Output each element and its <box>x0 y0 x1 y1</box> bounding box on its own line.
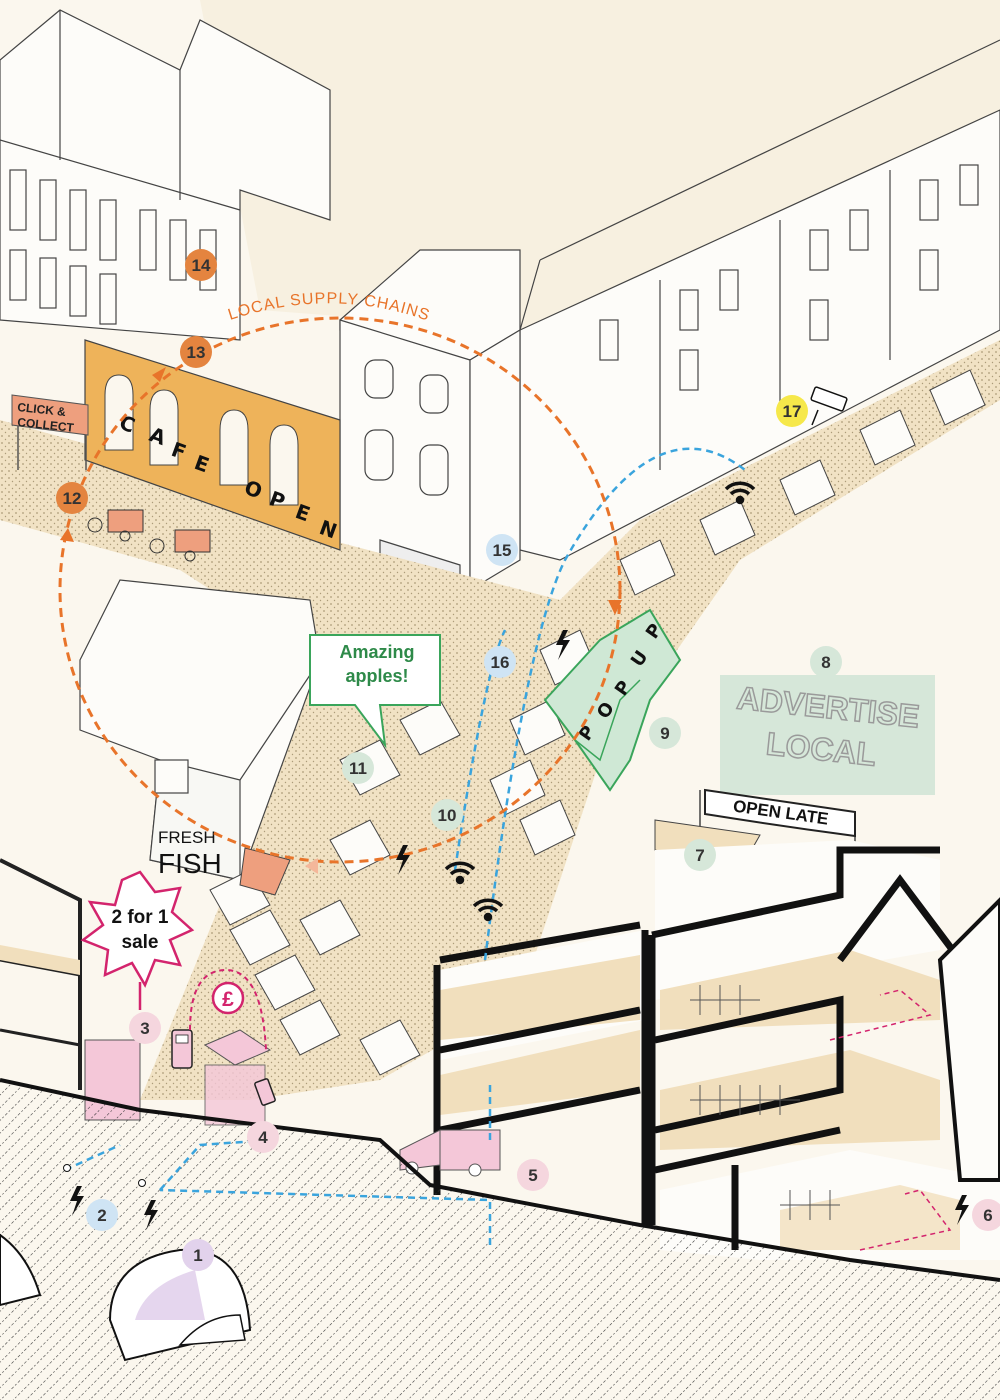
wifi-icon <box>472 898 504 922</box>
house-end-right <box>937 897 1000 1182</box>
marker-number-8: 8 <box>821 653 830 672</box>
marker-number-9: 9 <box>660 724 669 743</box>
marker-number-2: 2 <box>97 1206 106 1225</box>
cctv-camera-icon <box>810 386 848 426</box>
wifi-icon <box>444 861 476 885</box>
marker-circle-8 <box>810 646 842 678</box>
market-stalls-right <box>489 369 986 856</box>
local-supply-chain-loop <box>58 316 622 874</box>
terrace-buildings-left <box>0 9 331 341</box>
open-letter: N <box>316 515 340 543</box>
amazing-apples-line1: Amazing <box>339 642 414 662</box>
marker-number-16: 16 <box>491 653 510 672</box>
marker-number-7: 7 <box>695 846 704 865</box>
marker-circle-12 <box>56 482 88 514</box>
lightning-icon <box>144 1200 158 1230</box>
popup-structure: P O P U P <box>543 608 682 792</box>
marker-number-5: 5 <box>528 1166 537 1185</box>
contactless-stall: £ <box>171 968 276 1126</box>
click-collect-line2: COLLECT <box>17 415 75 435</box>
marker-circle-6 <box>972 1199 1000 1231</box>
marker-circle-2 <box>86 1199 118 1231</box>
market-stalls-left <box>209 699 461 1076</box>
lightning-icon <box>955 1195 969 1225</box>
phone-payment-icon <box>254 1078 276 1106</box>
digital-infrastructure-lines <box>64 447 746 1245</box>
lightning-icon <box>396 845 410 875</box>
marker-circle-10 <box>431 799 463 831</box>
left-edge-building <box>0 858 82 1090</box>
marker-number-17: 17 <box>783 402 802 421</box>
sale-line1: 2 for 1 <box>111 907 168 928</box>
marker-number-6: 6 <box>983 1206 992 1225</box>
marker-number-1: 1 <box>193 1246 202 1265</box>
marker-number-15: 15 <box>493 541 512 560</box>
marker-circle-9 <box>649 717 681 749</box>
terrace-buildings-right <box>519 39 1000 561</box>
bicycle-icon <box>87 517 103 533</box>
marker-number-4: 4 <box>258 1128 268 1147</box>
marker-circle-5 <box>517 1159 549 1191</box>
fresh-label: FRESH <box>158 828 216 847</box>
corner-building <box>339 249 521 592</box>
marker-number-14: 14 <box>192 256 211 275</box>
amazing-apples-bubble: Amazing apples! <box>309 634 441 749</box>
amazing-apples-line2: apples! <box>345 666 408 686</box>
lightning-icon <box>70 1186 84 1216</box>
cargo-bikes <box>87 509 211 562</box>
marker-circle-17 <box>776 395 808 427</box>
marker-circle-3 <box>129 1012 161 1044</box>
sale-starburst: 2 for 1 sale <box>80 870 195 1010</box>
fish-label: FISH <box>158 848 222 879</box>
marker-circle-15 <box>486 534 518 566</box>
marker-circle-16 <box>484 646 516 678</box>
marker-circle-7 <box>684 839 716 871</box>
marker-number-12: 12 <box>63 489 82 508</box>
sale-line2: sale <box>122 932 159 953</box>
marker-circle-13 <box>180 336 212 368</box>
marker-number-13: 13 <box>187 343 206 362</box>
marker-number-11: 11 <box>349 759 367 778</box>
click-collect-line1: CLICK & <box>17 400 67 419</box>
advertise-local-billboard: ADVERTISE LOCAL <box>720 675 935 795</box>
underground-tunnels <box>0 1233 252 1362</box>
fishmonger-building <box>79 579 321 881</box>
marker-number-10: 10 <box>438 806 457 825</box>
wifi-icon <box>724 481 756 505</box>
cafe-frontage <box>84 339 341 551</box>
pound-symbol: £ <box>222 988 234 1011</box>
marker-number-3: 3 <box>140 1019 149 1038</box>
marker-circle-11 <box>342 752 374 784</box>
marker-circle-14 <box>185 249 217 281</box>
marker-circle-4 <box>247 1121 279 1153</box>
marker-circle-1 <box>182 1239 214 1271</box>
click-collect-sign: CLICK & COLLECT <box>11 394 89 470</box>
lightning-icon <box>556 630 570 660</box>
section-building <box>433 840 1000 1260</box>
